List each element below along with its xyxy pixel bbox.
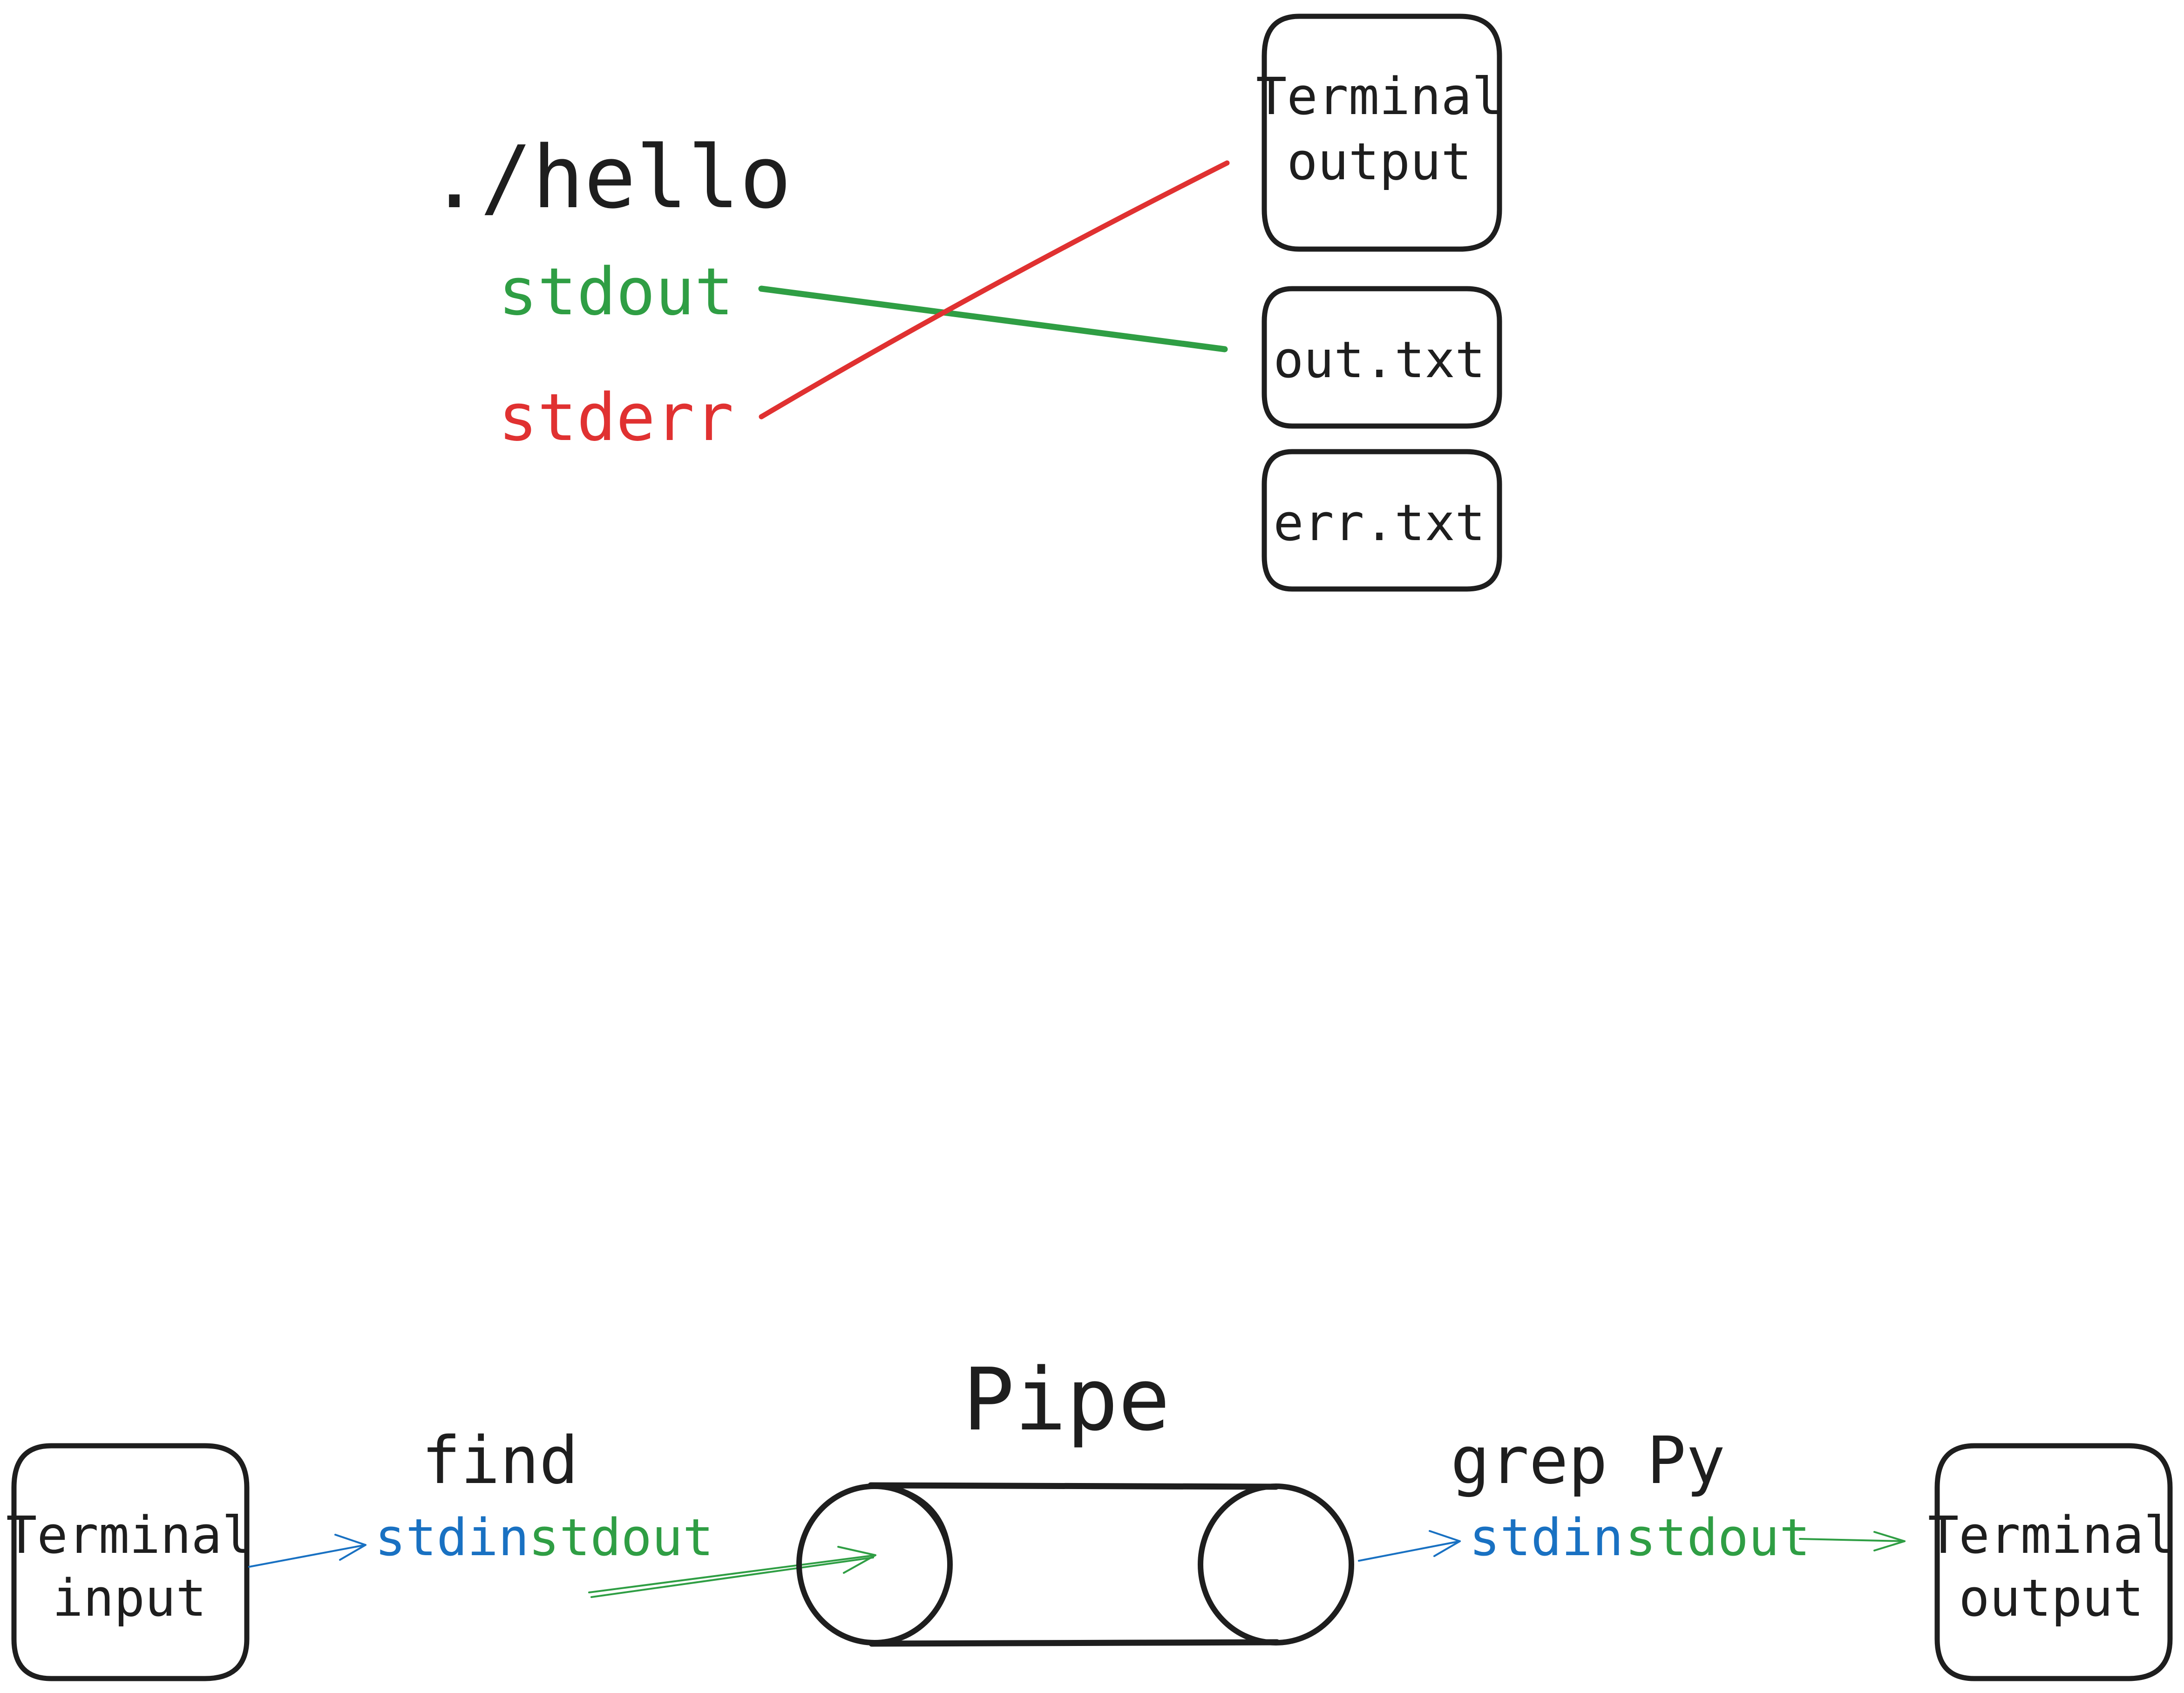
find-stdout-to-pipe-arrowhead [837,1546,876,1574]
grep-stdout-label: stdout [1625,1508,1810,1567]
pipe-graphic [796,1482,1354,1647]
pipe-terminal-output-label-line-2: output [1959,1568,2143,1628]
grep-stdout-to-terminal-arrowhead [1873,1531,1906,1551]
terminal-output-label-line-2: output [1287,132,1472,191]
terminal-input-box: Terminal input [6,1443,253,1681]
terminal-input-label-line-1: Terminal [6,1505,253,1565]
pipe-section: Terminal input find stdin stdout Pipe gr… [6,1349,2175,1681]
stderr-to-terminal-line [759,160,1230,420]
command-label: ./hello [428,127,792,228]
input-to-find-arrowhead [334,1534,366,1561]
pipe-to-grep-arrow [1358,1540,1461,1562]
find-command-label: find [421,1423,578,1499]
pipe-terminal-output-label-line-1: Terminal [1928,1505,2175,1565]
stdout-to-file-line [758,285,1228,352]
err-file-label: err.txt [1273,494,1485,552]
find-stdout-label: stdout [529,1508,713,1567]
pipe-to-grep-arrowhead [1429,1530,1461,1557]
out-file-box: out.txt [1262,286,1502,429]
redirect-section: ./hello stdout stderr Terminal output ou… [428,14,1503,592]
grep-stdout-to-terminal-arrow [1799,1538,1906,1542]
find-stdout-to-pipe-arrow [588,1554,876,1598]
err-file-box: err.txt [1262,449,1502,592]
stdout-label: stdout [498,254,734,330]
stderr-label: stderr [498,380,734,456]
pipe-right-end [1198,1483,1354,1646]
grep-command-label: grep Py [1451,1423,1725,1499]
out-file-label: out.txt [1273,331,1485,389]
input-to-find-arrow [248,1544,366,1568]
terminal-output-label-line-1: Terminal [1256,67,1503,126]
terminal-input-label-line-2: input [52,1568,206,1628]
find-stdin-label: stdin [375,1508,529,1567]
terminal-output-box: Terminal output [1256,14,1503,252]
grep-stdin-label: stdin [1469,1508,1623,1567]
pipe-title: Pipe [963,1349,1170,1450]
pipe-terminal-output-box: Terminal output [1928,1443,2175,1681]
